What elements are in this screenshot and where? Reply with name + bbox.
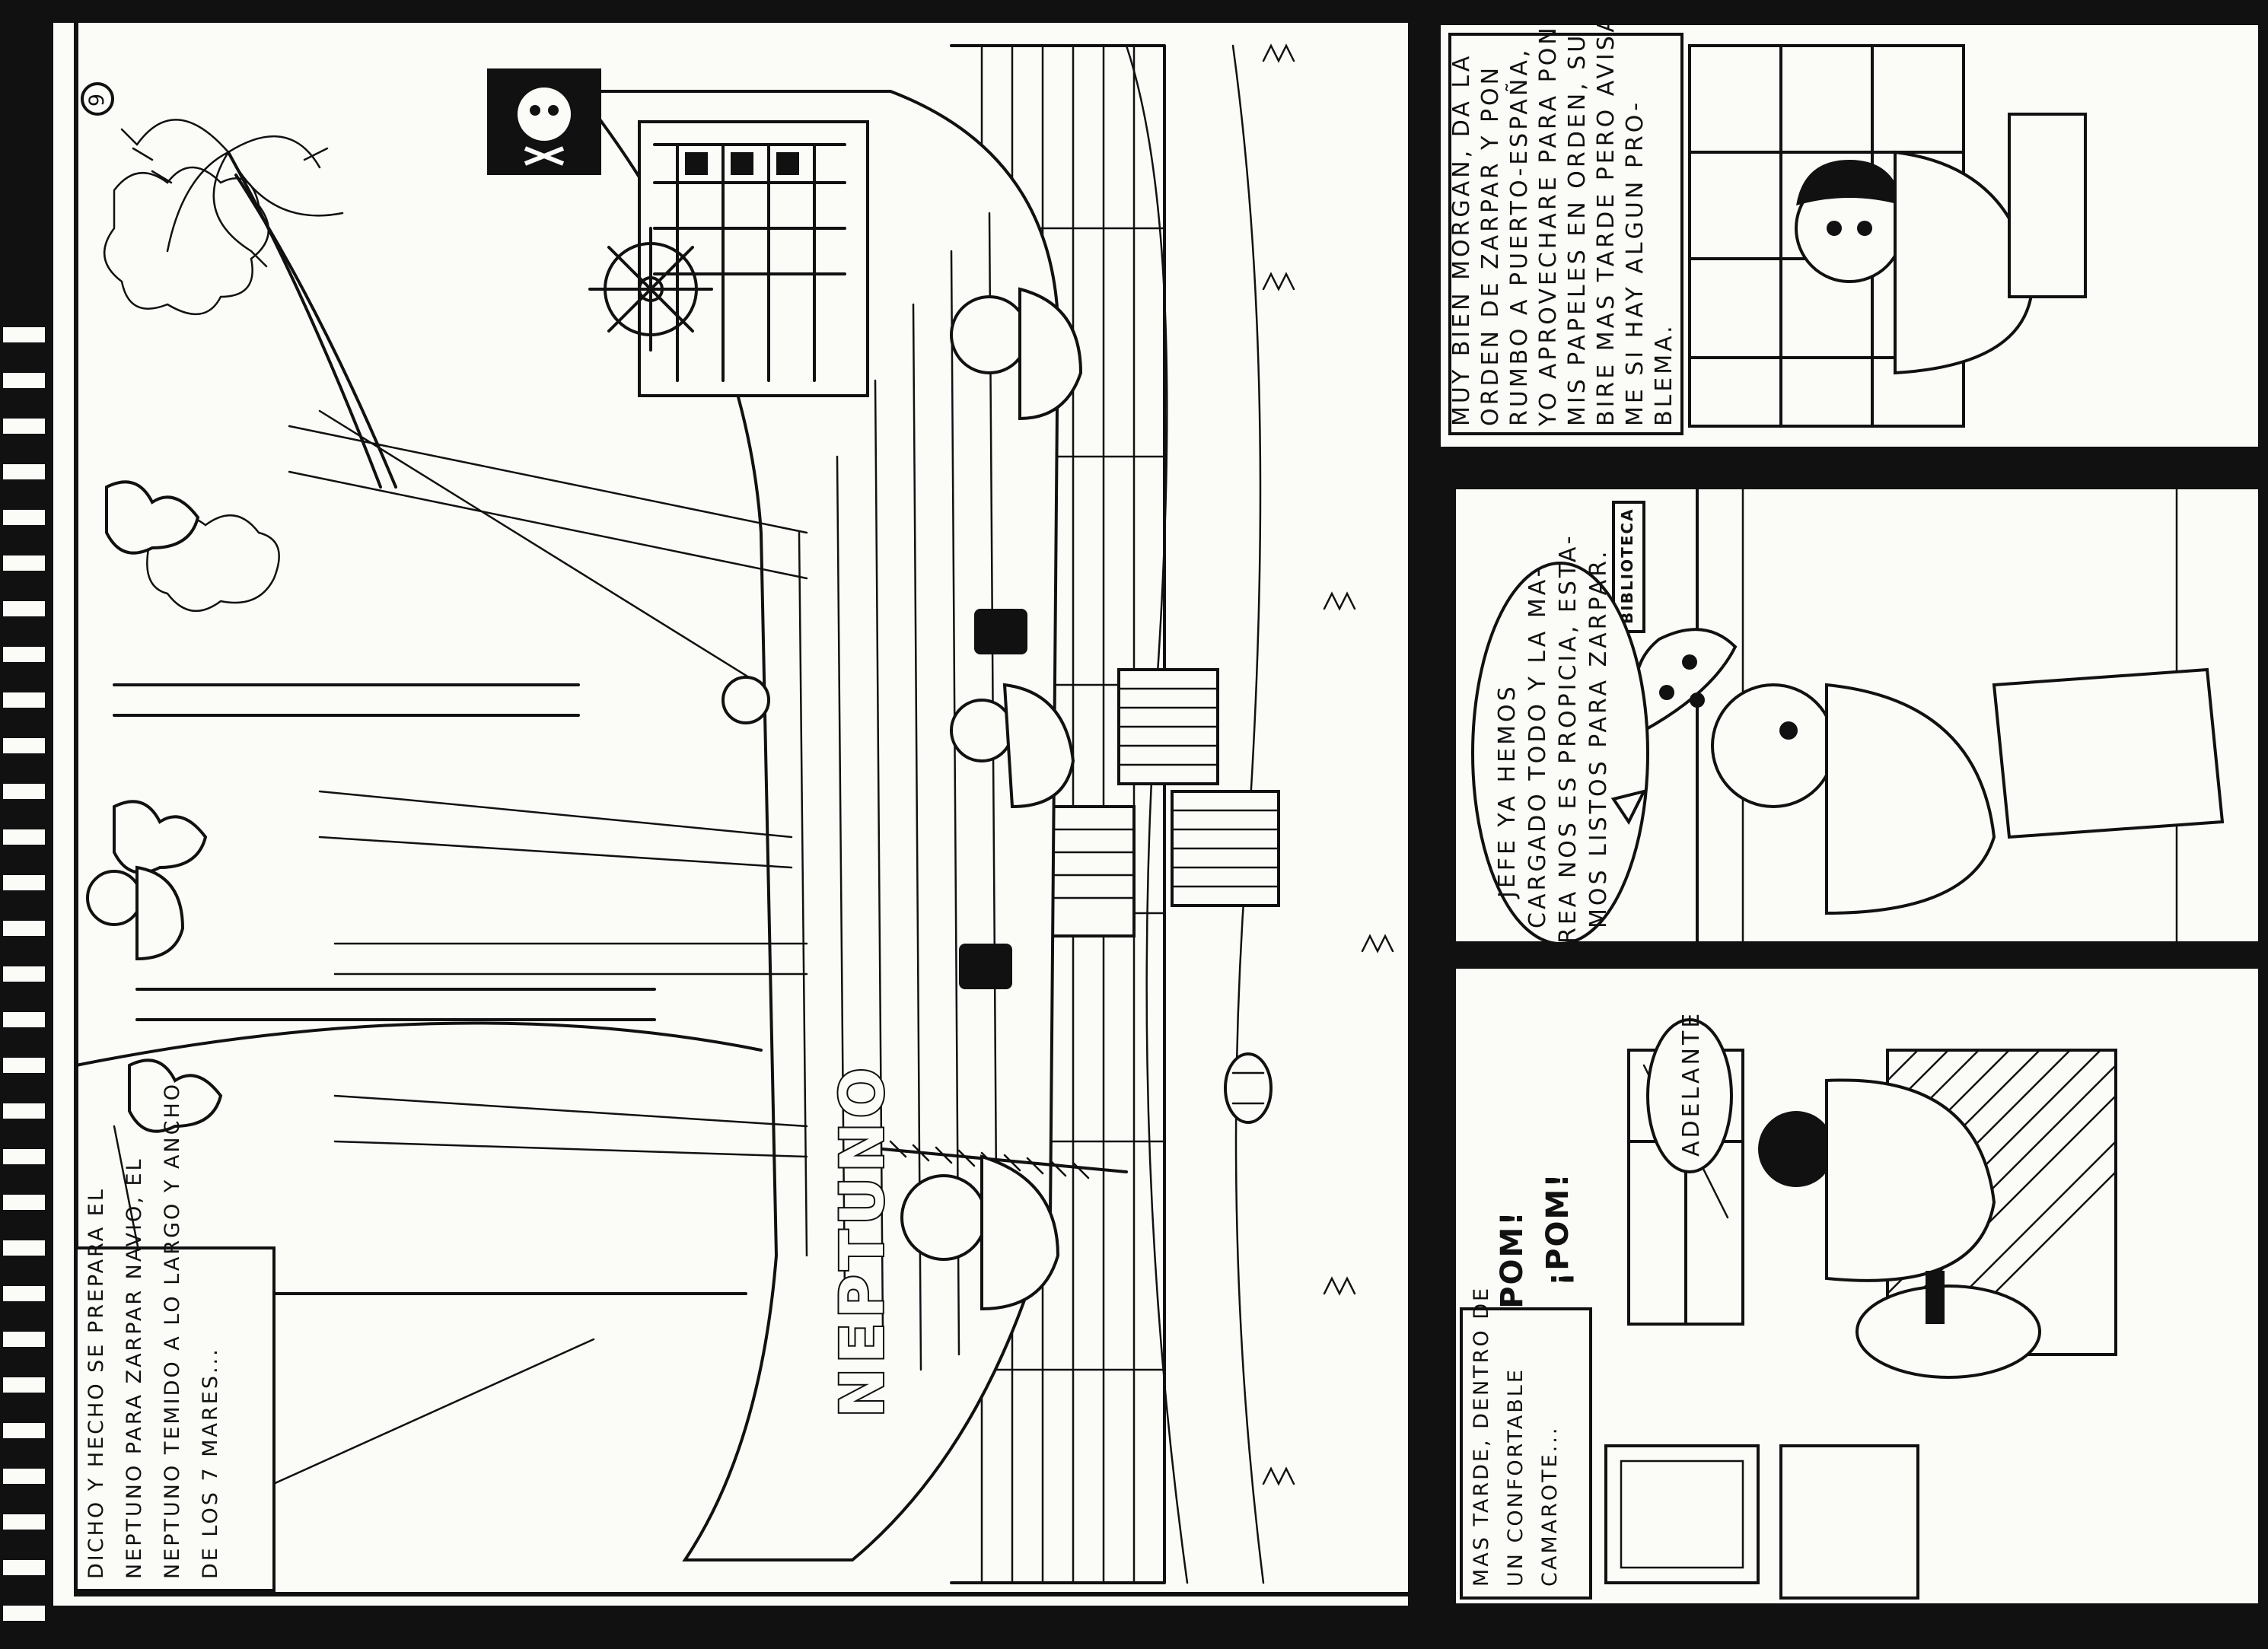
spiral-ring <box>3 419 45 434</box>
spiral-ring <box>3 1469 45 1484</box>
spiral-ring <box>3 966 45 982</box>
spiral-ring <box>3 1195 45 1210</box>
sailor-balloon-line: MOS LISTOS PARA ZARPAR. <box>1585 548 1612 928</box>
spiral-ring <box>3 1058 45 1073</box>
captain-balloon-line: MIS PAPELES EN ORDEN, SU <box>1564 33 1591 426</box>
ship-wheel <box>588 227 713 352</box>
spiral-ring <box>3 738 45 753</box>
captain-balloon-line: MUY BIEN MORGAN, DA LA <box>1448 53 1475 426</box>
captain-balloon-line: ORDEN DE ZARPAR Y PON <box>1477 65 1504 426</box>
svg-text:JEFE YA HEMOS CARGAD: JEFE YA HEMOS CARGADO TODO Y LA MA- REA … <box>1494 523 1612 944</box>
pirate-crew <box>86 287 1083 1311</box>
ship-caption-box: DICHO Y HECHO SE PREPARA EL NEPTUNO PARA… <box>75 1073 276 1592</box>
captain-balloon: MUY BIEN MORGAN, DA LA ORDEN DE ZARPAR Y… <box>1448 0 1683 435</box>
rug <box>1604 1444 1919 1600</box>
ship-caption-line: DE LOS 7 MARES... <box>199 1347 222 1579</box>
spiral-ring <box>3 1240 45 1256</box>
spiral-ring <box>3 829 45 845</box>
spiral-ring <box>3 373 45 388</box>
spiral-ring <box>3 1012 45 1027</box>
spiral-ring <box>3 875 45 890</box>
knock-sound-2: ¡POM! <box>1540 1172 1575 1286</box>
captain-balloon-line: BIRE MAS TARDE PERO AVISA <box>1593 14 1620 426</box>
sailor-balloon-line: CARGADO TODO Y LA MA- <box>1524 566 1551 928</box>
ship-caption-line: NEPTUNO TEMIDO A LO LARGO Y ANCHO <box>161 1082 184 1579</box>
sailor-balloon: JEFE YA HEMOS CARGADO TODO Y LA MA- REA … <box>1471 523 1649 945</box>
palm-tree <box>120 119 397 489</box>
panel-ship: 9 <box>53 13 1433 1606</box>
spiral-ring <box>3 647 45 662</box>
page-number: 9 <box>85 91 109 107</box>
spiral-ring <box>3 556 45 571</box>
svg-text:MUY BIEN MORGAN, DA LA: MUY BIEN MORGAN, DA LA ORDEN DE ZARPAR Y… <box>1448 0 1677 427</box>
spiral-ring <box>3 1560 45 1575</box>
crates <box>1041 668 1280 938</box>
masts <box>75 409 808 1554</box>
sailor-balloon-line: REA NOS ES PROPICIA, ESTA- <box>1555 533 1582 944</box>
captain-character <box>1795 113 2087 375</box>
panel-cabin: ¡POM! ¡POM! ADELANTE MAS TARDE, DENTRO D… <box>1451 964 2263 1608</box>
sailor-character <box>1633 628 2225 915</box>
captain-balloon-line: ME SI HAY ALGUN PRO- <box>1622 100 1648 426</box>
spiral-ring <box>3 1149 45 1164</box>
ship-name: NEPTUNO <box>829 1063 897 1418</box>
svg-text:MAS TARDE, DENTRO DE: MAS TARDE, DENTRO DE UN CONFORTABLE CAMA… <box>1470 1277 1562 1587</box>
sailor-balloon-line: JEFE YA HEMOS <box>1494 683 1521 899</box>
spiral-ring <box>3 784 45 799</box>
spiral-ring <box>3 1606 45 1621</box>
clouds <box>103 166 280 613</box>
spiral-binding <box>3 327 45 1621</box>
cabin-caption-line: UN CONFORTABLE <box>1504 1367 1527 1587</box>
captain-balloon-line: YO APROVECHARE PARA PONER <box>1535 0 1562 427</box>
svg-text:DICHO Y HECHO SE PREPARA EL: DICHO Y HECHO SE PREPARA EL NEPTUNO PARA… <box>84 1073 222 1579</box>
spiral-ring <box>3 1332 45 1347</box>
spiral-ring <box>3 510 45 525</box>
spiral-ring <box>3 601 45 616</box>
sign-text: BIBLIOTECA <box>1618 508 1636 624</box>
table <box>1855 1271 2041 1379</box>
visitor-character <box>1758 1078 1996 1282</box>
grass <box>1262 43 1394 1486</box>
panel-sailor: BIBLIOTECA JEFE YA HEMOS CARGADO TODO Y … <box>1451 485 2263 946</box>
spiral-ring <box>3 1103 45 1119</box>
pirate-flag <box>487 68 601 175</box>
spiral-ring <box>3 1377 45 1393</box>
spiral-ring <box>3 1423 45 1438</box>
cabin-caption-line: MAS TARDE, DENTRO DE <box>1470 1286 1493 1587</box>
barrel <box>1224 1052 1273 1124</box>
cabin-balloon: ADELANTE <box>1646 1011 1733 1173</box>
ship-caption-line: NEPTUNO PARA ZARPAR NAVIO, EL <box>123 1157 146 1579</box>
spiral-ring <box>3 921 45 936</box>
cabin-caption-line: CAMAROTE... <box>1538 1426 1562 1587</box>
spiral-ring <box>3 1514 45 1530</box>
captain-balloon-line: BLEMA. <box>1651 323 1677 426</box>
spiral-ring <box>3 1286 45 1301</box>
panel-captain: MUY BIEN MORGAN, DA LA ORDEN DE ZARPAR Y… <box>1436 0 2263 451</box>
spiral-ring <box>3 327 45 342</box>
spiral-ring <box>3 464 45 479</box>
ship-caption-line: DICHO Y HECHO SE PREPARA EL <box>84 1187 108 1579</box>
knock-sound-1: ¡POM! <box>1495 1210 1530 1324</box>
captain-balloon-line: RUMBO A PUERTO-ESPAÑA, <box>1505 47 1533 426</box>
cabin-balloon-text: ADELANTE <box>1678 1011 1705 1157</box>
cabin-caption-box: MAS TARDE, DENTRO DE UN CONFORTABLE CAMA… <box>1460 1277 1592 1600</box>
spiral-ring <box>3 692 45 708</box>
